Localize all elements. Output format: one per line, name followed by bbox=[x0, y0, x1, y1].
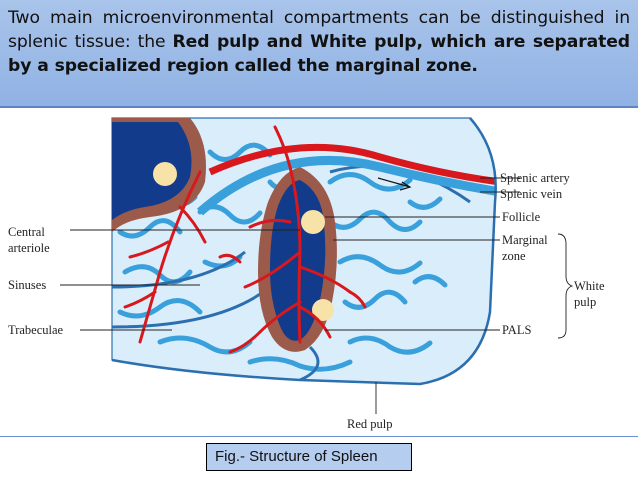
label-pulp: pulp bbox=[574, 295, 596, 309]
leader-lines bbox=[60, 177, 574, 414]
splenic-vein bbox=[197, 155, 496, 216]
label-pals: PALS bbox=[502, 323, 531, 337]
lower-follicle bbox=[312, 299, 334, 321]
label-sinuses: Sinuses bbox=[8, 278, 46, 292]
central-follicle bbox=[301, 210, 325, 234]
upper-left-follicle bbox=[153, 162, 177, 186]
label-splenic-artery: Splenic artery bbox=[500, 171, 571, 185]
capsule-outline bbox=[111, 117, 497, 386]
label-zone: zone bbox=[502, 249, 526, 263]
figure-caption: Fig.- Structure of Spleen bbox=[206, 443, 412, 471]
divider-line bbox=[0, 436, 638, 437]
label-trabeculae: Trabeculae bbox=[8, 323, 64, 337]
label-red-pulp: Red pulp bbox=[347, 417, 392, 431]
label-splenic-vein: Splenic vein bbox=[500, 187, 563, 201]
label-marginal: Marginal bbox=[502, 233, 548, 247]
intro-banner: Two main microenvironmental compartments… bbox=[0, 0, 638, 108]
intro-text: Two main microenvironmental compartments… bbox=[8, 6, 630, 78]
label-arteriole: arteriole bbox=[8, 241, 50, 255]
upper-left-white-pulp bbox=[112, 122, 192, 220]
arterial-branches bbox=[123, 125, 367, 354]
splenic-artery bbox=[208, 143, 496, 186]
label-central: Central bbox=[8, 225, 45, 239]
label-follicle: Follicle bbox=[502, 210, 541, 224]
intro-text-bold: Red pulp and White pulp, which are separ… bbox=[8, 32, 630, 76]
spleen-structure-diagram: Splenic artery Splenic vein Follicle Mar… bbox=[8, 117, 605, 431]
intro-text-plain: Two main microenvironmental compartments… bbox=[8, 8, 630, 52]
flow-arrow bbox=[377, 177, 412, 191]
label-white: White bbox=[574, 279, 605, 293]
